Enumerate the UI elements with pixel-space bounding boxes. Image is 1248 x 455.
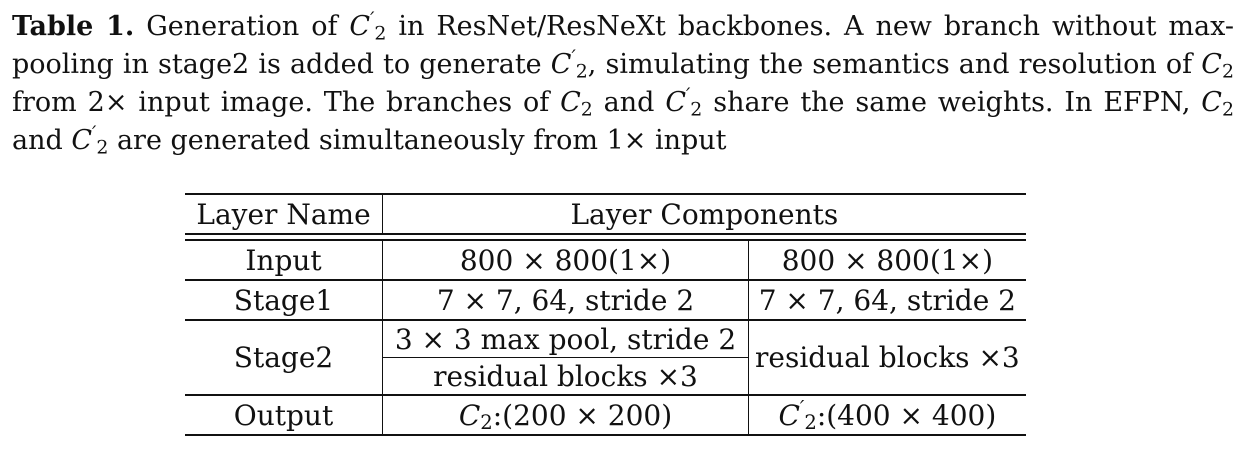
caption-text: and xyxy=(12,125,72,156)
math-c2: C2 xyxy=(560,87,593,121)
caption-text: share the same weights. In EFPN, xyxy=(702,87,1202,118)
math-c2-prime: C′2 xyxy=(778,396,817,434)
table-double-rule xyxy=(185,233,1026,241)
row-cell-b: 800 × 800(1×) xyxy=(748,240,1026,281)
row-cell-a: 7 × 7, 64, stride 2 xyxy=(382,280,749,321)
caption-text: in ResNet/ResNeXt backbones. A new branc… xyxy=(12,11,1235,80)
math-c2: C2 xyxy=(1201,49,1234,83)
caption-text: and xyxy=(592,87,666,118)
header-layer-components: Layer Components xyxy=(382,193,1026,234)
caption-label: Table 1. xyxy=(12,11,135,42)
caption-text: Generation of xyxy=(134,11,350,42)
table-caption: Table 1. Generation of C′2 in ResNet/Res… xyxy=(12,8,1234,160)
row-cell-a: 800 × 800(1×) xyxy=(382,240,749,281)
row-cell-a1: 3 × 3 max pool, stride 2 xyxy=(382,320,749,358)
math-c2-prime: C′2 xyxy=(550,46,588,83)
math-c2: C2 xyxy=(1201,87,1234,121)
math-c2-prime: C′2 xyxy=(349,8,387,45)
caption-text: from 2× input image. The branches of xyxy=(12,87,561,118)
table-row-output: Output C2:(200 × 200) C′2:(400 × 400) xyxy=(185,395,1026,436)
math-c2-prime: C′2 xyxy=(71,122,109,159)
layer-table: Layer Name Layer Components Input 800 × … xyxy=(185,193,1026,436)
row-cell-a2: residual blocks ×3 xyxy=(382,357,749,396)
math-c2-prime: C′2 xyxy=(665,84,703,121)
row-cell-b: 7 × 7, 64, stride 2 xyxy=(748,280,1026,321)
table-row-input: Input 800 × 800(1×) 800 × 800(1×) xyxy=(185,240,1026,281)
row-name: Stage1 xyxy=(185,280,383,321)
table-row-stage2: Stage2 3 × 3 max pool, stride 2 residual… xyxy=(185,320,1026,396)
math-c2: C2 xyxy=(458,398,493,434)
caption-text: are generated simultaneously from 1× inp… xyxy=(108,125,727,156)
table-row-stage2-sub: residual blocks ×3 xyxy=(185,357,1026,396)
row-name: Input xyxy=(185,240,383,281)
row-name: Output xyxy=(185,395,383,436)
table-header-row: Layer Name Layer Components xyxy=(185,193,1026,234)
row-name: Stage2 xyxy=(185,320,383,396)
caption-text: , simulating the semantics and resolutio… xyxy=(587,49,1202,80)
row-cell-b: C′2:(400 × 400) xyxy=(748,395,1026,436)
row-cell-a: C2:(200 × 200) xyxy=(382,395,749,436)
table-row-stage1: Stage1 7 × 7, 64, stride 2 7 × 7, 64, st… xyxy=(185,280,1026,321)
row-cell-b: residual blocks ×3 xyxy=(748,320,1026,396)
header-layer-name: Layer Name xyxy=(185,193,383,234)
